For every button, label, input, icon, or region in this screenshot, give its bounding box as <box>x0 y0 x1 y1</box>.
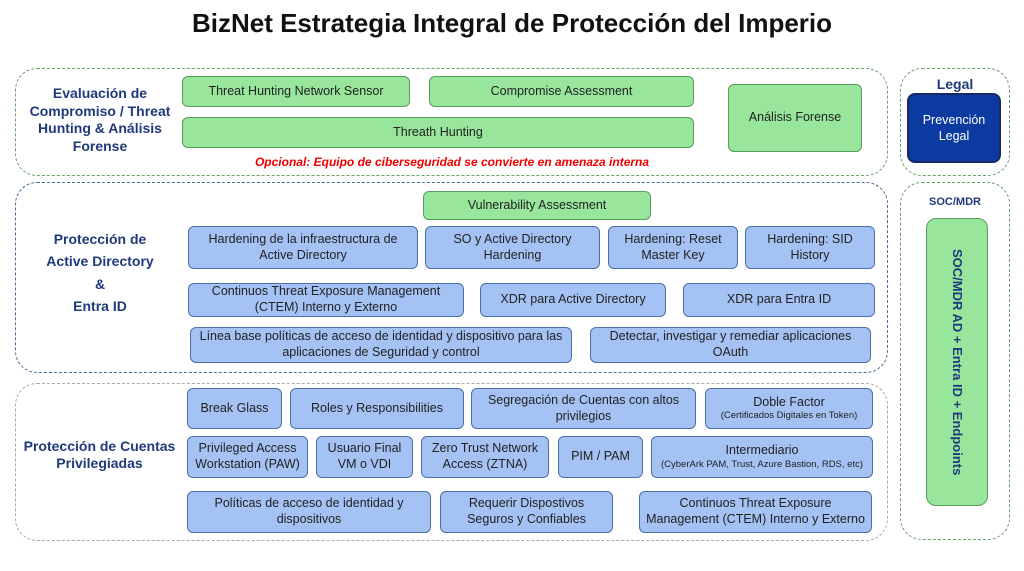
box-pim-pam: PIM / PAM <box>558 436 643 478</box>
box-ctem-cuentas: Continuos Threat Exposure Management (CT… <box>639 491 872 533</box>
box-hardening-infra: Hardening de la infraestructura de Activ… <box>188 226 418 269</box>
box-network-sensor: Threat Hunting Network Sensor <box>182 76 410 107</box>
box-threat-hunting: Threath Hunting <box>182 117 694 148</box>
box-prevencion-legal: Prevención Legal <box>907 93 1001 163</box>
label-line: Protección de <box>53 230 147 247</box>
section-label: Evaluación de Compromiso / Threat Huntin… <box>29 85 171 154</box>
box-subtitle: (CyberArk PAM, Trust, Azure Bastion, RDS… <box>660 458 864 470</box>
section-label: Protección de Cuentas Privilegiadas <box>23 437 176 472</box>
section-label: Protección de Active Directory & Entra ID <box>25 225 175 320</box>
label-line: Entra ID <box>73 297 127 314</box>
soc-label: SOC/MDR <box>929 196 981 209</box>
box-ctem: Continuos Threat Exposure Management (CT… <box>188 283 464 317</box>
box-subtitle: (Certificados Digitales en Token) <box>720 410 858 422</box>
box-break-glass: Break Glass <box>187 388 282 429</box>
soc-box-text: SOC/MDR AD + Entra ID + Endpoints <box>950 248 966 476</box>
box-soc-mdr: SOC/MDR AD + Entra ID + Endpoints <box>926 218 988 506</box>
box-so-ad-hardening: SO y Active Directory Hardening <box>425 226 600 269</box>
page-title: BizNet Estrategia Integral de Protección… <box>191 8 833 38</box>
box-segregacion: Segregación de Cuentas con altos privile… <box>471 388 696 429</box>
box-analisis-forense: Análisis Forense <box>728 84 862 152</box>
section-active-directory <box>15 182 888 373</box>
section-legal <box>900 68 1010 176</box>
box-xdr-entra: XDR para Entra ID <box>683 283 875 317</box>
box-sid-history: Hardening: SID History <box>745 226 875 269</box>
box-xdr-ad: XDR para Active Directory <box>480 283 666 317</box>
section-cuentas-privilegiadas <box>15 383 888 541</box>
box-title: Intermediario <box>725 443 799 458</box>
box-title: Doble Factor <box>753 394 825 409</box>
box-paw: Privileged Access Workstation (PAW) <box>187 436 308 478</box>
box-reset-master-key: Hardening: Reset Master Key <box>608 226 738 269</box>
optional-note: Opcional: Equipo de ciberseguridad se co… <box>254 155 650 169</box>
box-intermediario: Intermediario(CyberArk PAM, Trust, Azure… <box>651 436 873 478</box>
label-line: & <box>94 275 106 292</box>
section-soc-mdr <box>900 182 1010 540</box>
box-politicas: Políticas de acceso de identidad y dispo… <box>187 491 431 533</box>
section-compromise-assessment <box>15 68 888 176</box>
box-linea-base: Línea base políticas de acceso de identi… <box>190 327 572 363</box>
box-ztna: Zero Trust Network Access (ZTNA) <box>421 436 549 478</box>
box-requerir-dispositivos: Requerir Dispostivos Seguros y Confiable… <box>440 491 613 533</box>
box-roles: Roles y Responsibilities <box>290 388 464 429</box>
box-compromise-assessment: Compromise Assessment <box>429 76 694 107</box>
box-usuario-final: Usuario Final VM o VDI <box>316 436 413 478</box>
box-oauth: Detectar, investigar y remediar aplicaci… <box>590 327 871 363</box>
box-vulnerability-assessment: Vulnerability Assessment <box>423 191 651 220</box>
label-line: Active Directory <box>46 253 154 270</box>
box-doble-factor: Doble Factor(Certificados Digitales en T… <box>705 388 873 429</box>
legal-label: Legal <box>936 76 974 93</box>
